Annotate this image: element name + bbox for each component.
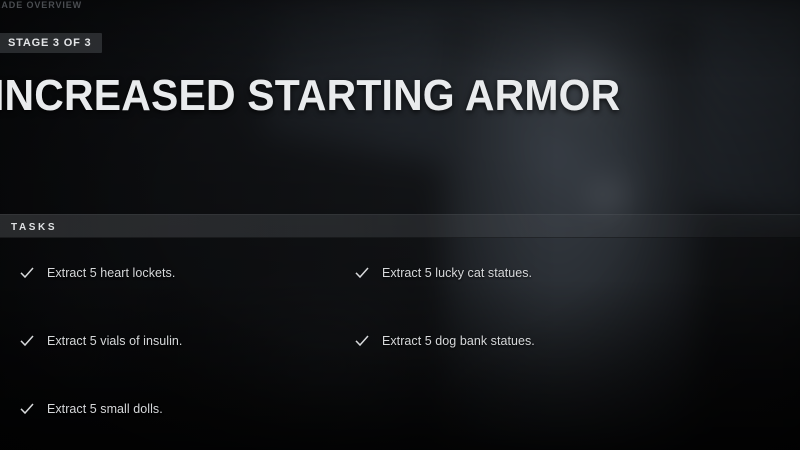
task-label: Extract 5 dog bank statues.: [382, 334, 535, 348]
task-item: Extract 5 small dolls.: [20, 402, 163, 416]
check-icon: [20, 334, 34, 348]
task-item: Extract 5 heart lockets.: [20, 266, 175, 280]
breadcrumb: RADE OVERVIEW: [0, 0, 83, 10]
tasks-list: Extract 5 heart lockets. Extract 5 lucky…: [0, 252, 800, 450]
task-item: Extract 5 lucky cat statues.: [355, 266, 532, 280]
task-label: Extract 5 heart lockets.: [47, 266, 176, 280]
page-title: INCREASED STARTING ARMOR: [0, 71, 621, 120]
check-icon: [20, 266, 34, 280]
task-row: Extract 5 small dolls.: [0, 388, 800, 450]
task-item: Extract 5 dog bank statues.: [355, 334, 535, 348]
task-label: Extract 5 lucky cat statues.: [382, 266, 533, 280]
task-label: Extract 5 small dolls.: [47, 402, 163, 416]
task-row: Extract 5 vials of insulin. Extract 5 do…: [0, 320, 800, 388]
check-icon: [20, 402, 34, 416]
task-label: Extract 5 vials of insulin.: [47, 334, 183, 348]
check-icon: [355, 334, 369, 348]
check-icon: [355, 266, 369, 280]
task-item: Extract 5 vials of insulin.: [20, 334, 182, 348]
status-badge: STAGE 3 OF 3: [0, 33, 103, 53]
task-row: Extract 5 heart lockets. Extract 5 lucky…: [0, 252, 800, 320]
tasks-section-header: TASKS: [0, 214, 800, 238]
tasks-section-label: TASKS: [11, 221, 58, 233]
